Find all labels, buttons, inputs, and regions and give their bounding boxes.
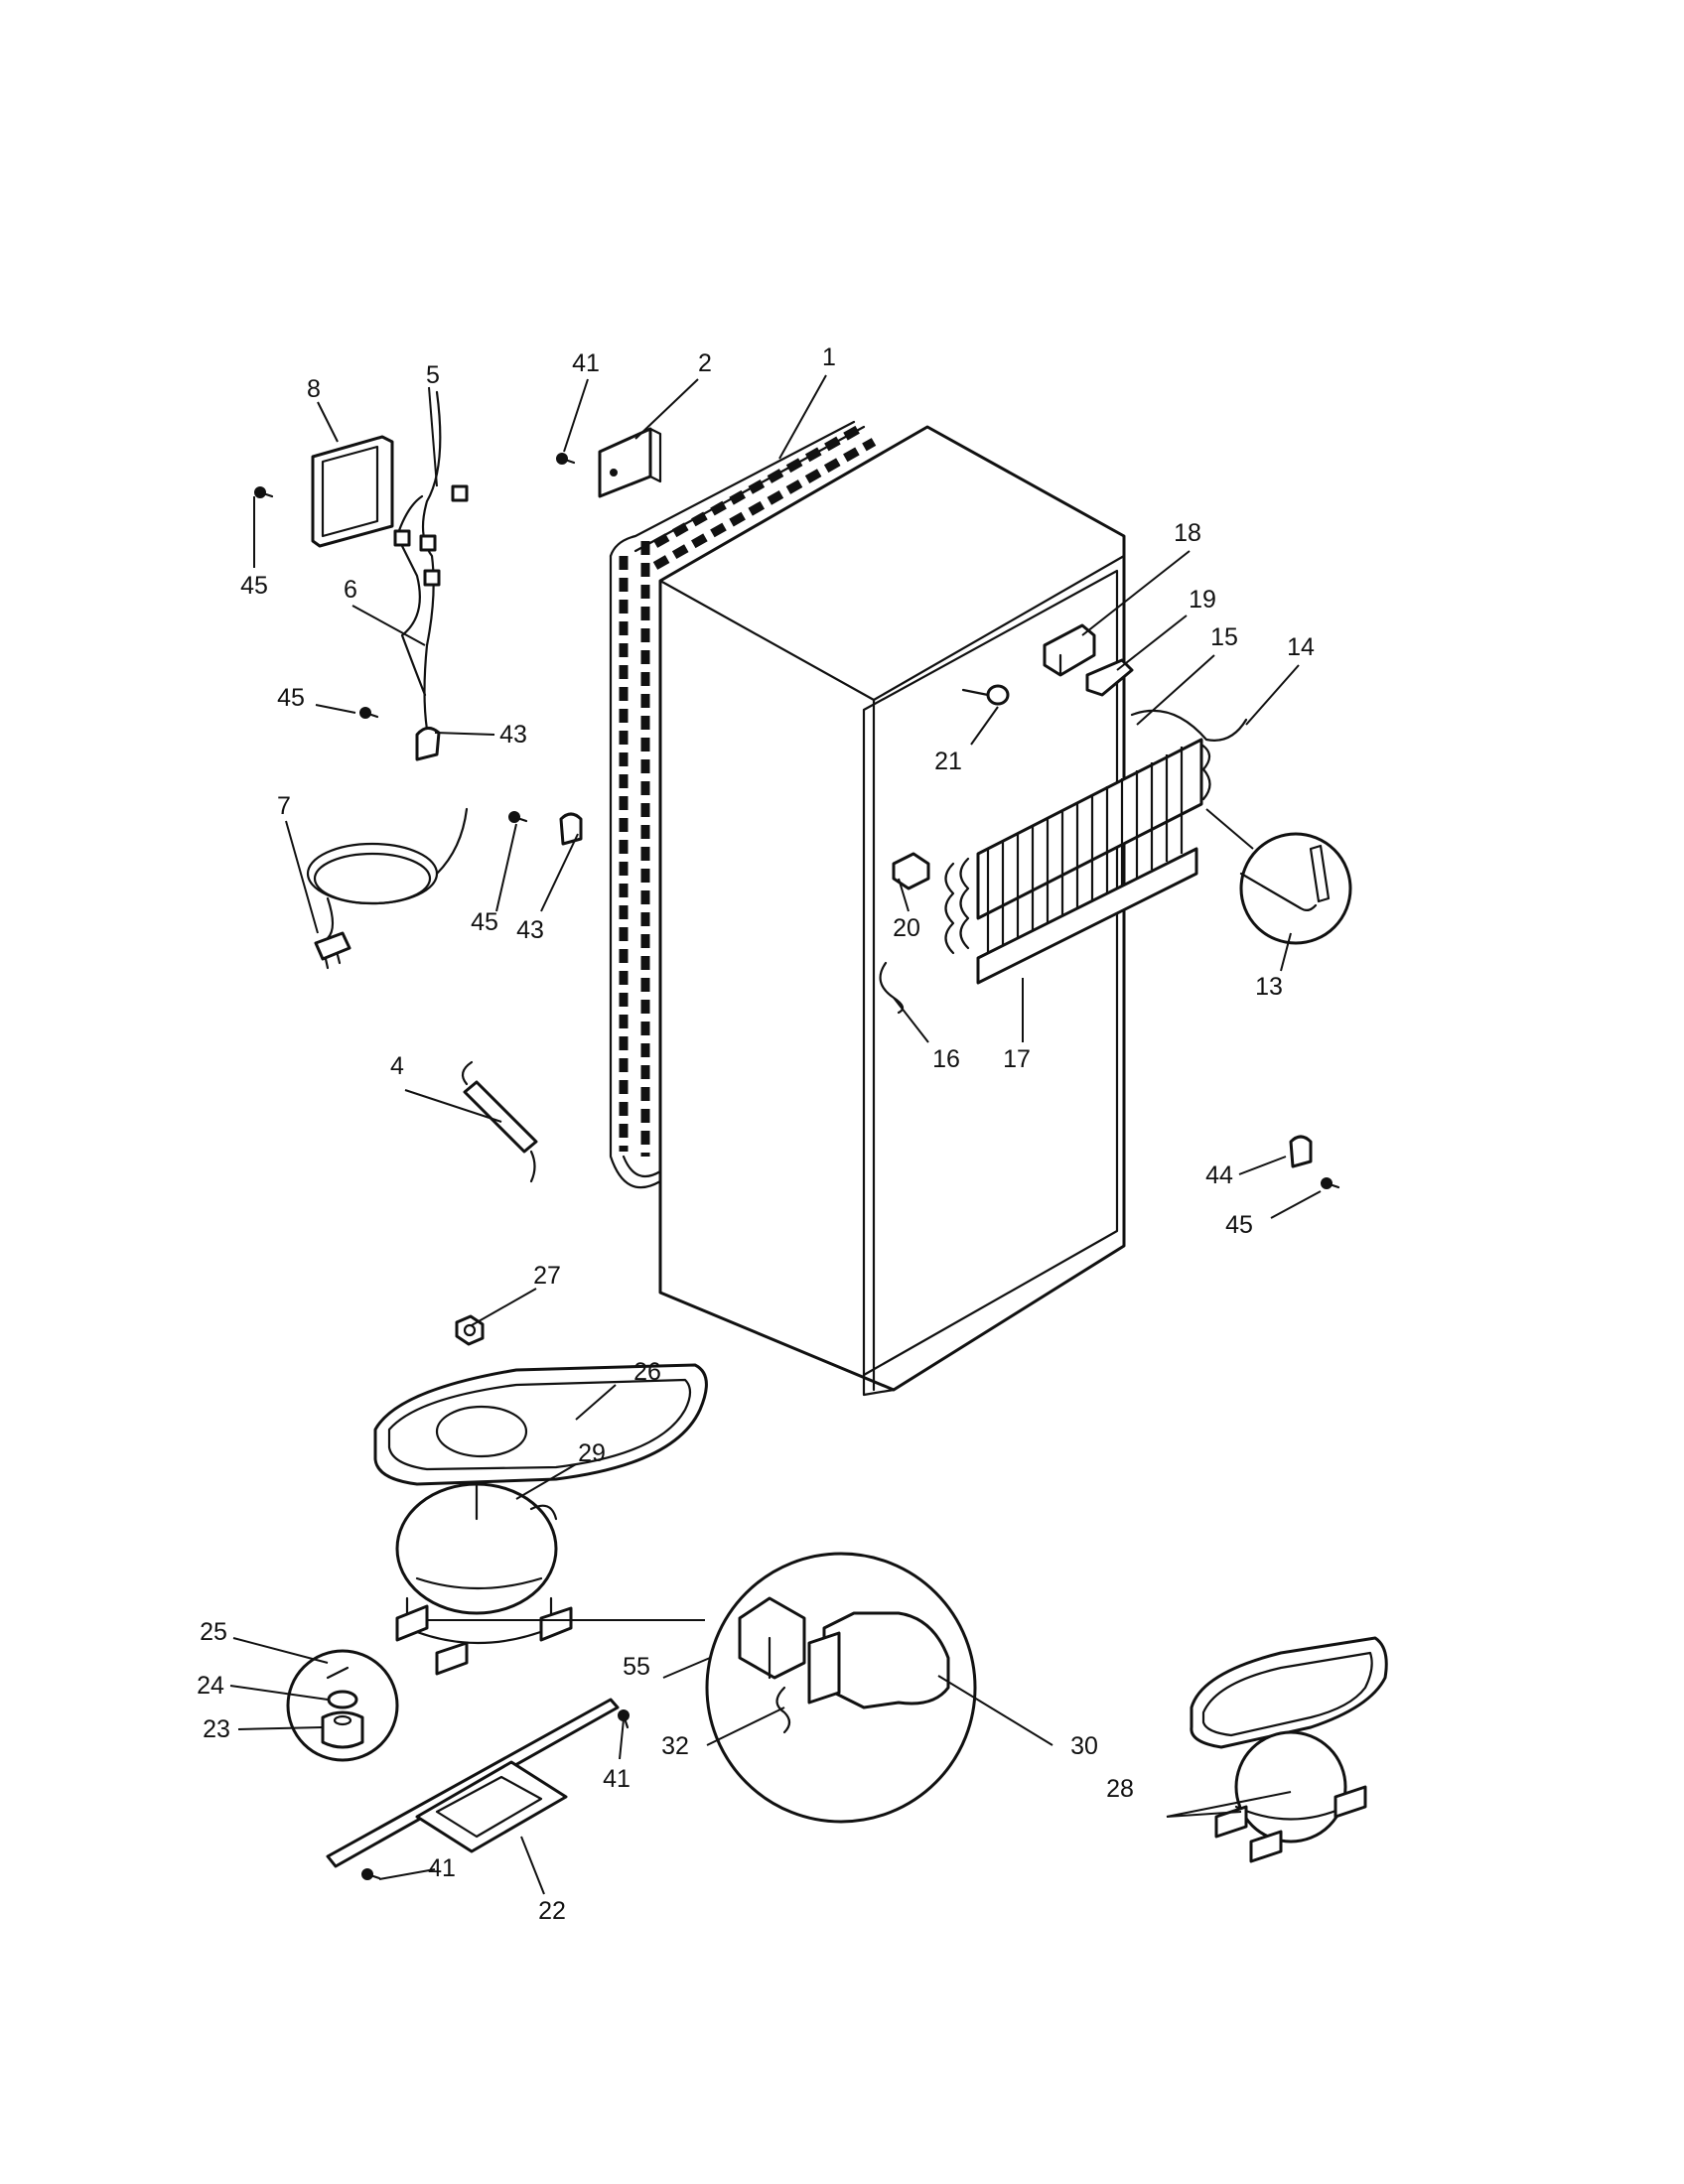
callout-41-mid: 41	[603, 1765, 631, 1793]
callout-22: 22	[538, 1897, 566, 1925]
callout-45-c: 45	[471, 908, 498, 936]
callout-43-lower: 43	[516, 916, 544, 944]
callout-15: 15	[1210, 623, 1238, 651]
clip-44	[1289, 1135, 1313, 1168]
callout-41-low: 41	[428, 1854, 456, 1882]
bracket-19	[1085, 658, 1134, 697]
callout-27: 27	[533, 1262, 561, 1290]
callout-43-upper: 43	[499, 721, 527, 749]
part-21	[961, 684, 1010, 706]
callout-45-a: 45	[240, 572, 268, 600]
callout-55: 55	[623, 1653, 650, 1681]
callout-1: 1	[822, 343, 836, 371]
callout-21: 21	[934, 748, 962, 775]
callout-23: 23	[203, 1715, 230, 1743]
bracket-2	[598, 427, 662, 498]
leader-lines	[229, 374, 1322, 1895]
callout-20: 20	[893, 914, 920, 942]
screw-41-top	[556, 453, 576, 465]
callout-28: 28	[1106, 1775, 1134, 1803]
grommet-detail-23-25	[286, 1649, 399, 1762]
screw-41-mid	[618, 1709, 630, 1729]
callout-7: 7	[277, 792, 291, 820]
callout-18: 18	[1174, 519, 1201, 547]
control-box-8	[311, 435, 394, 548]
part-20	[892, 852, 930, 890]
relay-detail	[427, 1552, 977, 1824]
screw-45-d	[1321, 1177, 1340, 1189]
callout-8: 8	[307, 375, 321, 403]
evaporator	[944, 709, 1248, 985]
power-cord-7	[306, 807, 469, 970]
callout-13: 13	[1255, 973, 1283, 1001]
callout-45-d: 45	[1225, 1211, 1253, 1239]
compressor-29	[395, 1482, 573, 1676]
drier-4	[461, 1060, 538, 1183]
condenser-coil	[609, 420, 877, 1189]
callout-44: 44	[1205, 1161, 1233, 1189]
callout-4: 4	[390, 1052, 404, 1080]
callout-19: 19	[1189, 586, 1216, 614]
compressor-assembly-28	[1190, 1636, 1388, 1863]
callout-41-top: 41	[572, 349, 600, 377]
callout-6: 6	[344, 576, 357, 604]
callout-5: 5	[426, 361, 440, 389]
clip-43-lower	[559, 812, 583, 846]
callout-30: 30	[1070, 1732, 1098, 1760]
callout-17: 17	[1003, 1045, 1031, 1073]
clip-43-upper	[415, 727, 441, 761]
screw-45-b	[359, 707, 379, 719]
screw-45-a	[254, 486, 274, 498]
callout-2: 2	[698, 349, 712, 377]
damper-control-18	[1043, 623, 1096, 677]
thermostat-detail	[1205, 808, 1352, 945]
wiring-harness-5-6	[393, 390, 469, 732]
callout-16: 16	[932, 1045, 960, 1073]
callout-labels: 1 2 4 5 6 7 8 13 14 15 16 17 18 19 20 21…	[197, 343, 1315, 1925]
screw-41-low	[361, 1868, 381, 1880]
evaporator-fins	[986, 747, 1184, 953]
callout-32: 32	[661, 1732, 689, 1760]
cabinet	[658, 425, 1126, 1397]
base-rail-22	[326, 1698, 620, 1868]
callout-25: 25	[200, 1618, 227, 1646]
screw-45-c	[508, 811, 528, 823]
callout-24: 24	[197, 1672, 224, 1700]
callout-26: 26	[633, 1358, 661, 1386]
callout-45-b: 45	[277, 684, 305, 712]
callout-29: 29	[578, 1439, 606, 1467]
drain-pan-26	[373, 1363, 708, 1486]
callout-14: 14	[1287, 633, 1315, 661]
